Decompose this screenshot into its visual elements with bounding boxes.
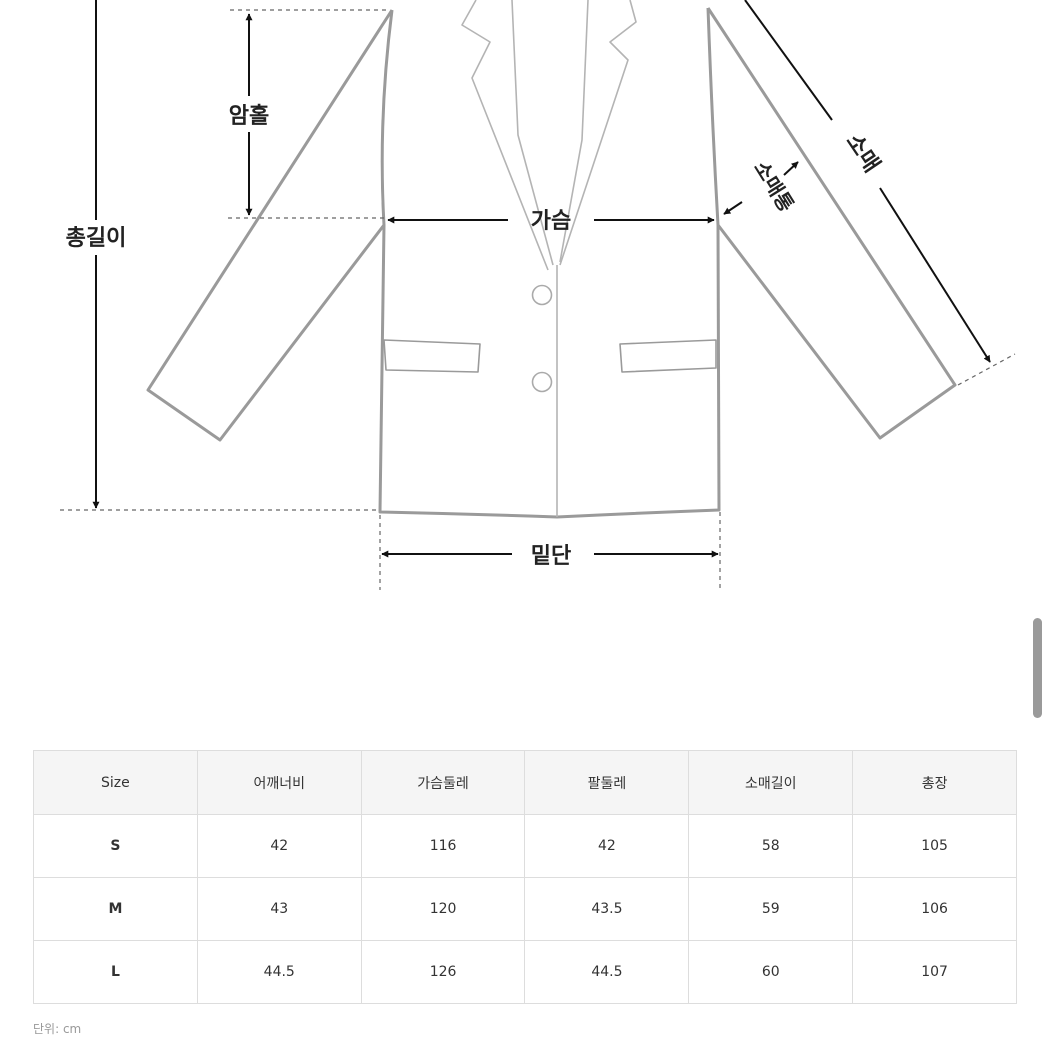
button-bottom [531,371,553,393]
measurement-arrows [92,0,991,558]
chest-label: 가슴 [531,209,571,234]
table-cell: 44.5 [524,940,690,1004]
table-cell: 44.5 [196,940,362,1004]
jacket-body [378,7,721,519]
table-header-cell: 소매길이 [688,750,854,815]
table-cell: 58 [688,814,854,878]
table-cell: 105 [852,814,1017,878]
scrollbar-thumb[interactable] [1033,618,1042,718]
table-cell: 43.5 [524,877,690,941]
table-row: L 44.5 126 44.5 60 107 [33,940,1017,1004]
measurement-guides [60,9,1016,590]
total-length-label: 총길이 [66,226,127,251]
table-row: S 42 116 42 58 105 [33,814,1017,878]
table-cell: 120 [360,877,526,941]
table-cell: 59 [688,877,854,941]
armhole-label: 암홀 [229,103,269,129]
table-cell: 60 [688,940,854,1004]
sleeve-width-arrow-lower [723,201,743,215]
sleeve-arrow-lower [879,187,991,363]
table-header-cell: 어깨너비 [196,750,362,815]
jacket-buttons [531,284,553,393]
table-cell: 43 [196,877,362,941]
table-cell: 107 [852,940,1017,1004]
sleeve-width-arrow-upper [783,161,799,176]
jacket-left-sleeve [146,9,394,442]
hem-label: 밑단 [531,544,571,569]
table-header-cell: Size [33,750,198,815]
table-header-cell: 팔둘레 [524,750,690,815]
button-top [531,284,553,306]
unit-note: 단위: cm [33,1022,82,1036]
table-cell-size: L [33,940,198,1004]
table-row: M 43 120 43.5 59 106 [33,877,1017,941]
table-cell: 42 [196,814,362,878]
size-chart-table: Size 어깨너비 가슴둘레 팔둘레 소매길이 총장 S 42 116 42 5… [33,750,1017,1004]
jacket-right-sleeve [706,7,957,440]
table-cell-size: S [33,814,198,878]
sleeve-width-label: 소매통 [749,157,799,217]
jacket-measurement-diagram: 총길이 암홀 가슴 밑단 소매 소매통 [60,0,1016,590]
table-header-row: Size 어깨너비 가슴둘레 팔둘레 소매길이 총장 [33,750,1017,815]
jacket-right-pocket [619,339,717,373]
table-cell: 42 [524,814,690,878]
table-header-cell: 총장 [852,750,1017,815]
jacket-left-pocket [383,339,481,373]
table-cell: 106 [852,877,1017,941]
table-cell-size: M [33,877,198,941]
sleeve-length-label: 소매 [841,130,884,178]
table-cell: 126 [360,940,526,1004]
table-cell: 116 [360,814,526,878]
sleeve-arrow-upper [744,0,833,121]
jacket-lapels [461,0,637,517]
table-header-cell: 가슴둘레 [360,750,526,815]
